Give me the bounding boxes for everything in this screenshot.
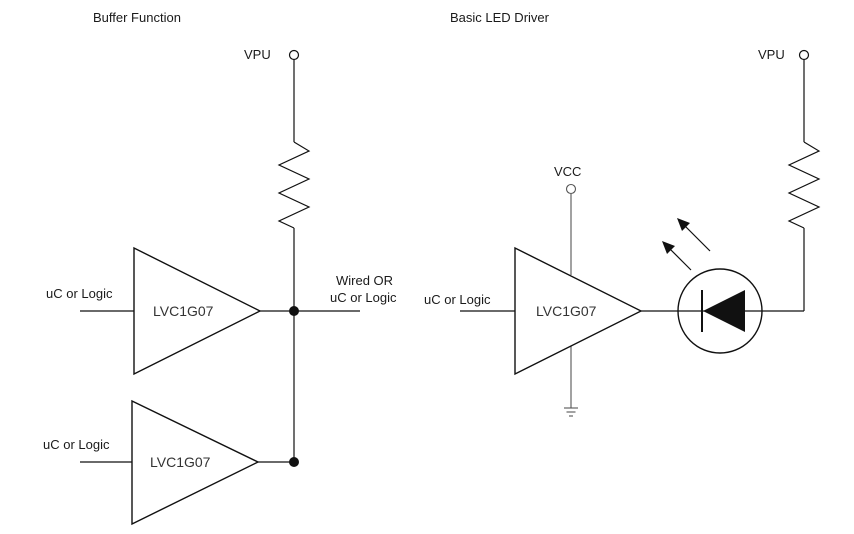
led-vcc-terminal xyxy=(565,183,577,195)
buffer-junction-bottom xyxy=(289,457,299,467)
led-vpu-terminal xyxy=(798,49,810,61)
buffer-gate-top-label: LVC1G07 xyxy=(153,303,214,319)
buffer-input-bottom-label: uC or Logic xyxy=(43,437,110,452)
buffer-function-title: Buffer Function xyxy=(93,10,181,25)
buffer-vpu-label: VPU xyxy=(244,47,271,62)
led-input-label: uC or Logic xyxy=(424,292,491,307)
led-icon xyxy=(677,268,763,354)
buffer-input-top-label: uC or Logic xyxy=(46,286,113,301)
buffer-vpu-terminal xyxy=(288,49,300,61)
led-driver-title: Basic LED Driver xyxy=(450,10,550,25)
led-vpu-label: VPU xyxy=(758,47,785,62)
light-emission-arrows-icon xyxy=(662,218,711,271)
buffer-junction-top xyxy=(289,306,299,316)
led-gate-label: LVC1G07 xyxy=(536,303,597,319)
ground-icon xyxy=(564,407,578,417)
buffer-gate-bottom-label: LVC1G07 xyxy=(150,454,211,470)
led-vcc-label: VCC xyxy=(554,164,581,179)
buffer-pullup-resistor xyxy=(277,141,311,229)
led-pullup-resistor xyxy=(787,141,821,229)
buffer-output-label-line1: Wired OR xyxy=(336,273,393,288)
buffer-output-label-line2: uC or Logic xyxy=(330,290,397,305)
